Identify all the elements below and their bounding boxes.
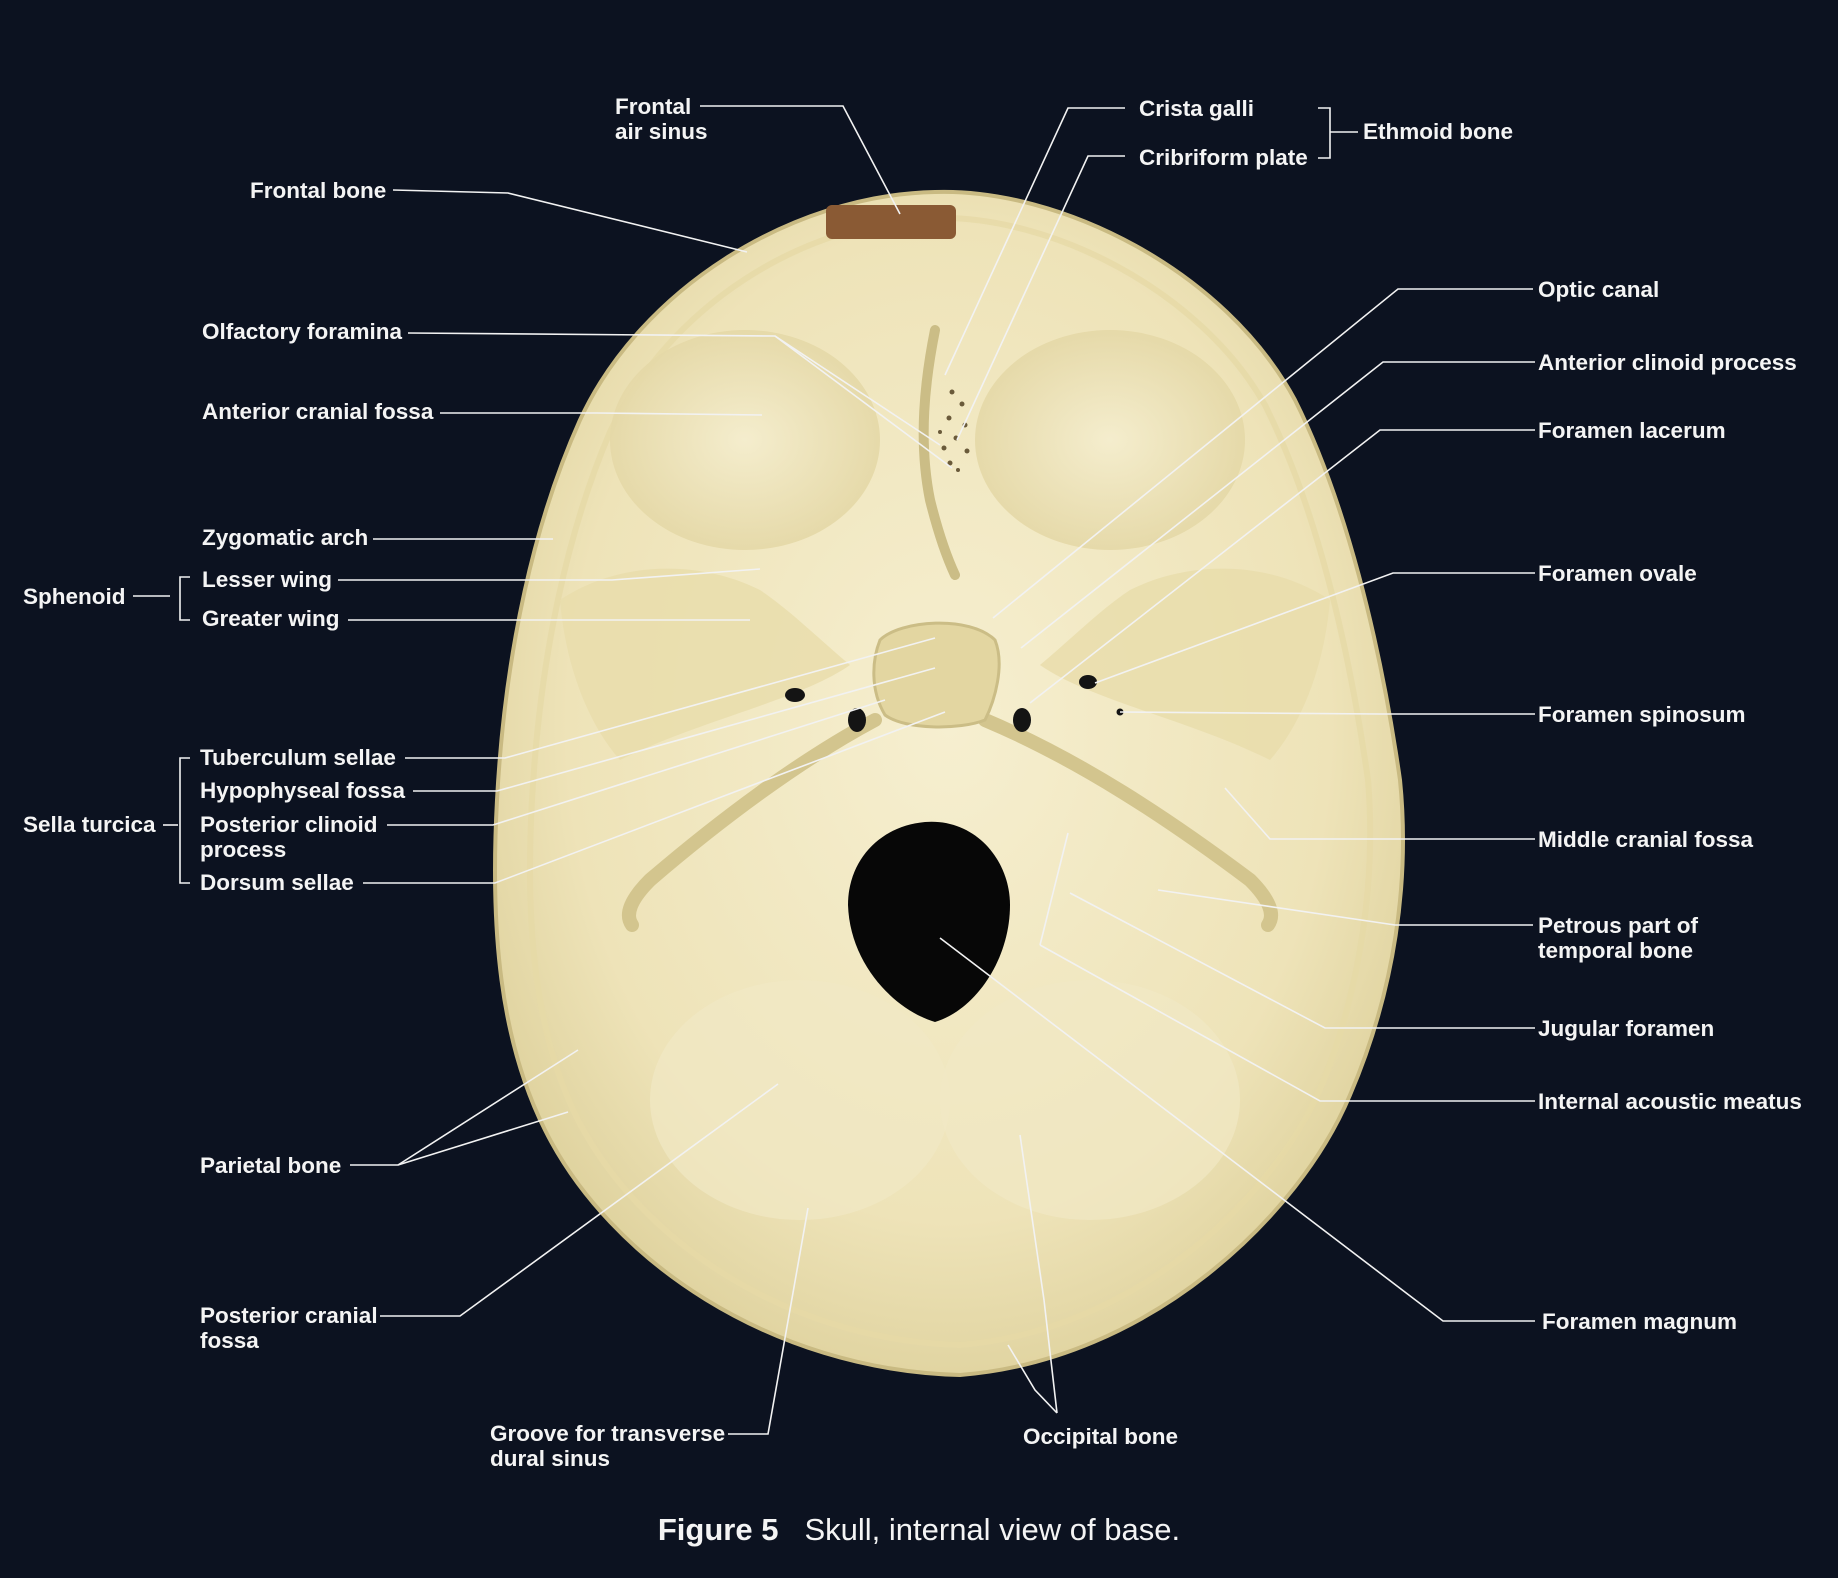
label-petrous-part: Petrous part of temporal bone: [1538, 913, 1698, 963]
label-tuberculum-sellae: Tuberculum sellae: [200, 745, 396, 770]
label-dorsum-sellae: Dorsum sellae: [200, 870, 354, 895]
label-frontal-air-sinus-line2: air sinus: [615, 119, 708, 144]
label-foramen-spinosum: Foramen spinosum: [1538, 702, 1746, 727]
label-posterior-cranial-fossa-line1: Posterior cranial: [200, 1303, 378, 1328]
label-cribriform-plate: Cribriform plate: [1139, 145, 1308, 170]
label-frontal-air-sinus: Frontal air sinus: [615, 94, 708, 144]
foramen-magnum-hole: [848, 821, 1010, 1022]
label-groove-transverse-sinus: Groove for transverse dural sinus: [490, 1421, 725, 1471]
label-posterior-cranial-fossa: Posterior cranial fossa: [200, 1303, 378, 1353]
label-middle-cranial-fossa: Middle cranial fossa: [1538, 827, 1754, 852]
cribriform-perforations: [938, 389, 970, 472]
label-crista-galli: Crista galli: [1139, 96, 1255, 121]
label-sella-turcica: Sella turcica: [23, 812, 156, 837]
foramen-mark: [785, 688, 805, 702]
label-optic-canal: Optic canal: [1538, 277, 1660, 302]
label-internal-acoustic-meatus: Internal acoustic meatus: [1538, 1089, 1802, 1114]
label-groove-line1: Groove for transverse: [490, 1421, 726, 1446]
figure-caption-text: Skull, internal view of base.: [804, 1512, 1181, 1547]
label-hypophyseal-fossa: Hypophyseal fossa: [200, 778, 406, 803]
label-anterior-cranial-fossa: Anterior cranial fossa: [202, 399, 434, 424]
label-groove-line2: dural sinus: [490, 1446, 611, 1471]
label-foramen-magnum: Foramen magnum: [1542, 1309, 1738, 1334]
label-olfactory-foramina: Olfactory foramina: [202, 319, 403, 344]
label-lesser-wing: Lesser wing: [202, 567, 333, 592]
label-frontal-air-sinus-line1: Frontal: [615, 94, 692, 119]
label-jugular-foramen: Jugular foramen: [1538, 1016, 1715, 1041]
label-greater-wing: Greater wing: [202, 606, 340, 631]
label-posterior-clinoid-line2: process: [200, 837, 287, 862]
label-sphenoid: Sphenoid: [23, 584, 126, 609]
crista-galli-ridge: [918, 325, 960, 580]
label-frontal-bone: Frontal bone: [250, 178, 387, 203]
label-foramen-ovale: Foramen ovale: [1538, 561, 1697, 586]
figure-number: Figure 5: [657, 1512, 779, 1547]
label-ethmoid-bone: Ethmoid bone: [1363, 119, 1513, 144]
label-petrous-line2: temporal bone: [1538, 938, 1694, 963]
leader-lines: [133, 105, 1535, 1435]
label-anterior-clinoid-process: Anterior clinoid process: [1538, 350, 1797, 375]
frontal-sinus-mark: [826, 205, 956, 239]
label-posterior-clinoid-process: Posterior clinoid process: [200, 812, 378, 862]
label-posterior-clinoid-line1: Posterior clinoid: [200, 812, 378, 837]
label-occipital-bone: Occipital bone: [1023, 1424, 1179, 1449]
label-zygomatic-arch: Zygomatic arch: [202, 525, 369, 550]
label-parietal-bone: Parietal bone: [200, 1153, 342, 1178]
label-petrous-line1: Petrous part of: [1538, 913, 1699, 938]
label-posterior-cranial-fossa-line2: fossa: [200, 1328, 259, 1353]
skull-inner-rim: [526, 214, 1374, 1349]
figure-caption: Figure 5 Skull, internal view of base.: [0, 1512, 1838, 1548]
label-foramen-lacerum: Foramen lacerum: [1538, 418, 1726, 443]
